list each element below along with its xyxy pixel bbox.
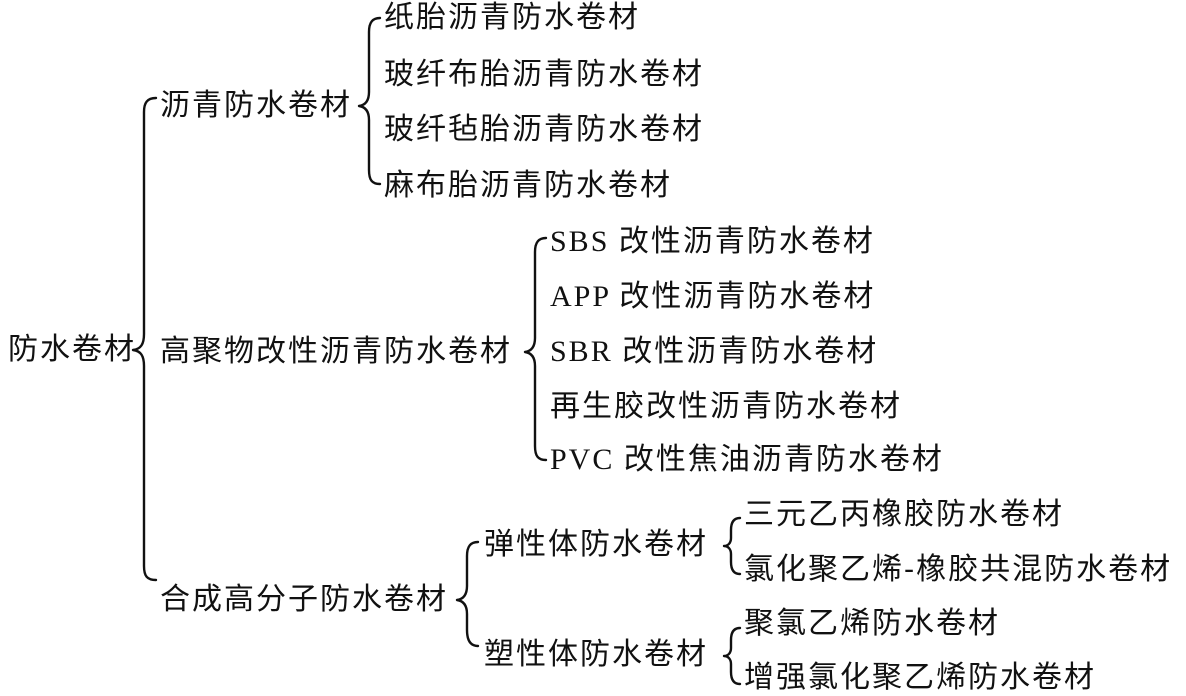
item-label: PVC 改性焦油沥青防水卷材 xyxy=(550,443,944,476)
root-brace xyxy=(131,96,158,582)
subcategory-label-elastomer: 弹性体防水卷材 xyxy=(484,527,708,562)
item-label: 麻布胎沥青防水卷材 xyxy=(384,168,672,203)
item-label: 玻纤毡胎沥青防水卷材 xyxy=(384,112,704,147)
root-label: 防水卷材 xyxy=(8,332,136,367)
item-label: APP 改性沥青防水卷材 xyxy=(550,280,876,313)
brace-asphalt xyxy=(357,16,382,186)
category-label-polymer: 合成高分子防水卷材 xyxy=(160,582,448,617)
brace-elastomer xyxy=(722,516,742,576)
brace-plastomer xyxy=(722,626,742,686)
item-label: 纸胎沥青防水卷材 xyxy=(384,0,640,35)
item-label: 再生胶改性沥青防水卷材 xyxy=(550,389,902,424)
item-label: SBS 改性沥青防水卷材 xyxy=(550,225,875,258)
brace-polymer xyxy=(455,540,480,648)
item-label: SBR 改性沥青防水卷材 xyxy=(550,335,879,368)
brace-modified xyxy=(523,236,548,462)
item-label: 氯化聚乙烯-橡胶共混防水卷材 xyxy=(744,552,1173,587)
item-label: 增强氯化聚乙烯防水卷材 xyxy=(744,660,1096,695)
item-label: 三元乙丙橡胶防水卷材 xyxy=(744,497,1064,532)
category-label-modified: 高聚物改性沥青防水卷材 xyxy=(160,334,512,369)
subcategory-label-plastomer: 塑性体防水卷材 xyxy=(484,637,708,672)
item-label: 玻纤布胎沥青防水卷材 xyxy=(384,57,704,92)
item-label: 聚氯乙烯防水卷材 xyxy=(744,606,1000,641)
category-label-asphalt: 沥青防水卷材 xyxy=(160,88,352,123)
